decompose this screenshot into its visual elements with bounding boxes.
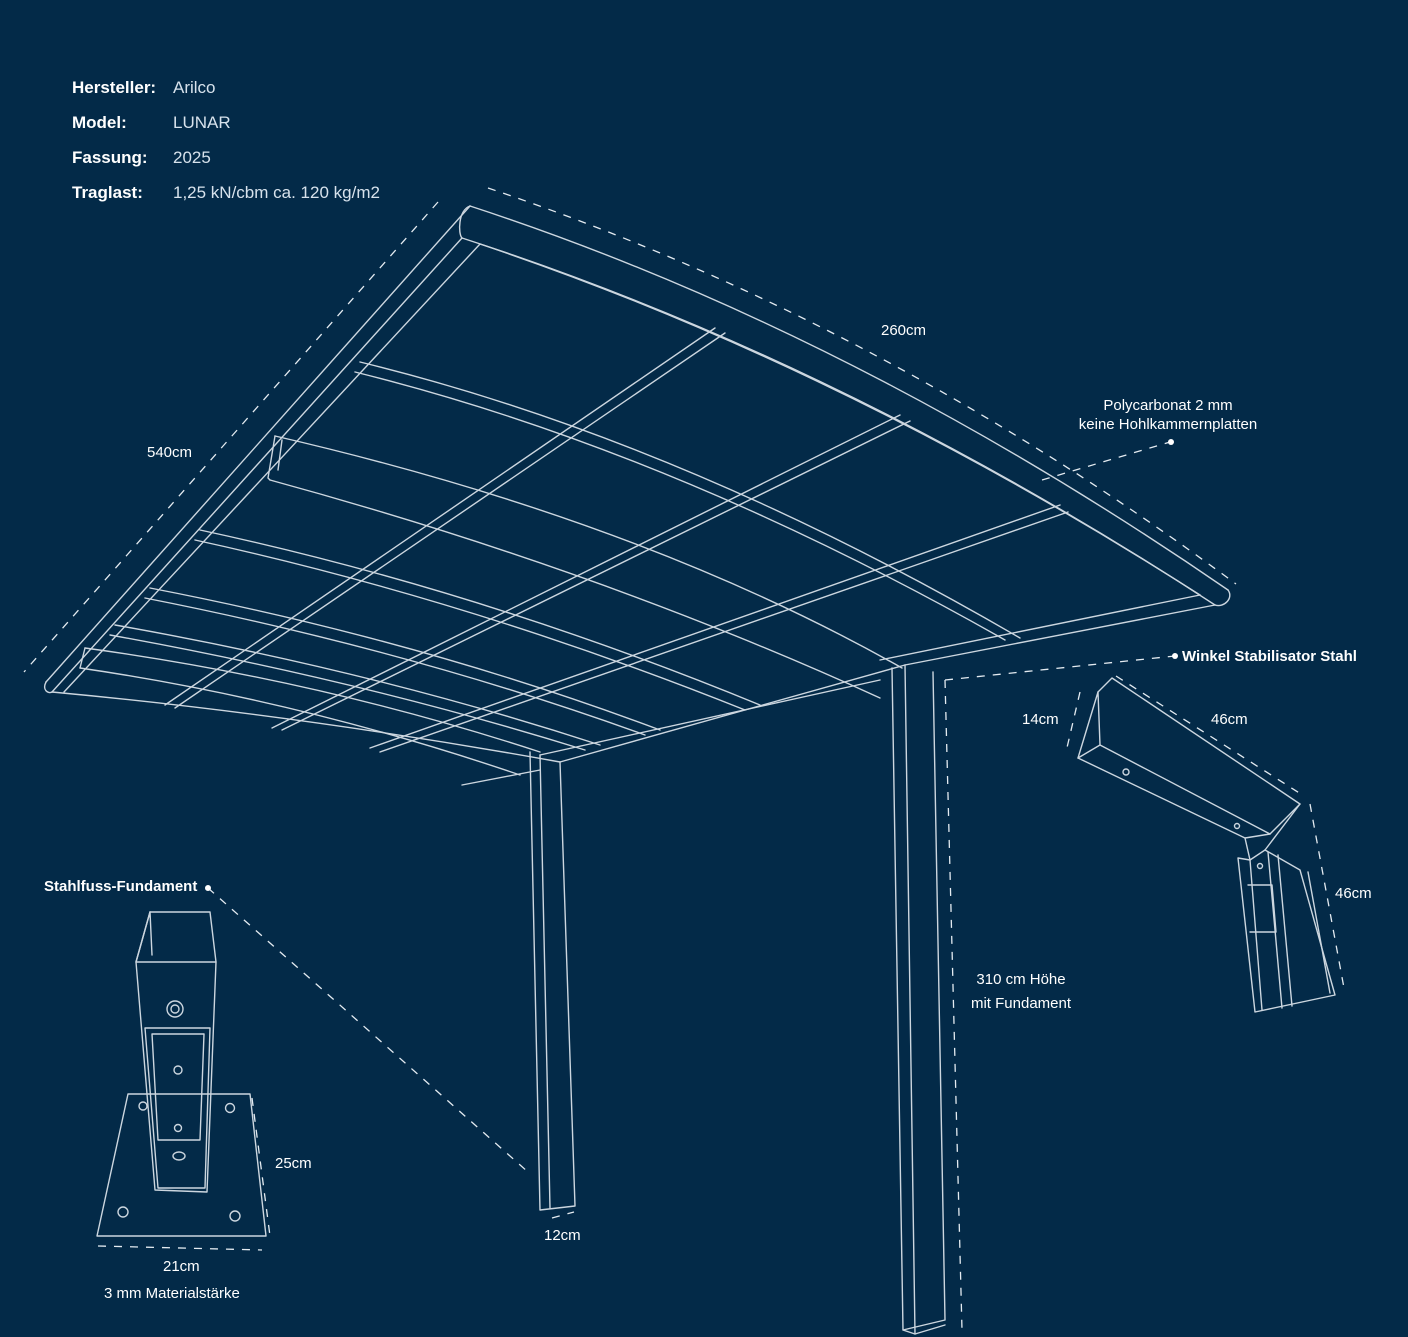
dim-line-width [487,187,1237,585]
dim-line-length [23,201,439,673]
dim-line-foot-width [97,1245,263,1251]
foundation-detail [96,911,267,1237]
roof-right-edge [904,604,1216,666]
dim-label-post-width: 12cm [544,1227,581,1244]
roof-front-beam [84,647,541,753]
roof [43,205,1231,786]
spec-key: Fassung: [72,147,148,167]
dim-line-post-width [551,1211,575,1219]
dim-label-height: 310 cm Höhe mit Fundament [958,968,1084,1016]
spec-key: Hersteller: [72,77,157,97]
spec-value: 1,25 kN/cbm ca. 120 kg/m2 [173,182,380,202]
callout-line-foundation [207,887,529,1173]
callout-polycarbonate: Polycarbonat 2 mm keine Hohlkammernplatt… [1070,396,1266,434]
roof-back-beam [469,205,1229,591]
spec-row-manufacturer: Hersteller: Arilco [72,70,380,105]
callout-line-bracket [944,655,1176,681]
dim-label-width: 260cm [881,322,927,339]
callout-foundation-title: Stahlfuss-Fundament [44,878,198,895]
roof-front-edge [51,691,561,763]
spec-value: Arilco [173,77,216,97]
spec-row-model: Model: LUNAR [72,105,380,140]
callout-line-polycarbonate [1041,441,1171,481]
spec-key: Traglast: [72,182,143,202]
dim-label-height-line1: 310 cm Höhe [976,971,1066,988]
spec-table: Hersteller: Arilco Model: LUNAR Fassung:… [72,70,380,210]
dim-label-foot-width: 21cm [163,1258,200,1275]
spec-value: 2025 [173,147,211,167]
roof-mid-beam [274,435,903,669]
dim-label-height-line2: mit Fundament [970,995,1072,1012]
dim-line-bracket-top [1115,675,1305,797]
dim-label-foot-height: 25cm [275,1155,312,1172]
spec-value: LUNAR [173,112,231,132]
roof-left-rail [45,205,471,683]
dim-label-bracket-top: 46cm [1211,711,1248,728]
spec-row-version: Fassung: 2025 [72,140,380,175]
dim-line-foot-height [251,1097,271,1237]
dim-label-length: 540cm [147,444,193,461]
callout-polycarbonate-line1: Polycarbonat 2 mm [1103,397,1233,414]
bracket-detail [1077,677,1336,1013]
callout-polycarbonate-line2: keine Hohlkammernplatten [1078,416,1258,433]
callout-bracket-title: Winkel Stabilisator Stahl [1182,648,1357,665]
back-post [891,664,946,1335]
front-post [529,751,576,1211]
spec-key: Model: [72,112,127,132]
dim-label-bracket-side: 46cm [1335,885,1372,902]
dim-line-height [944,679,963,1331]
dim-label-bracket-height: 14cm [1022,711,1059,728]
dim-line-bracket-height [1065,691,1081,753]
spec-row-load: Traglast: 1,25 kN/cbm ca. 120 kg/m2 [72,175,380,210]
callout-material-thickness: 3 mm Materialstärke [104,1285,240,1302]
